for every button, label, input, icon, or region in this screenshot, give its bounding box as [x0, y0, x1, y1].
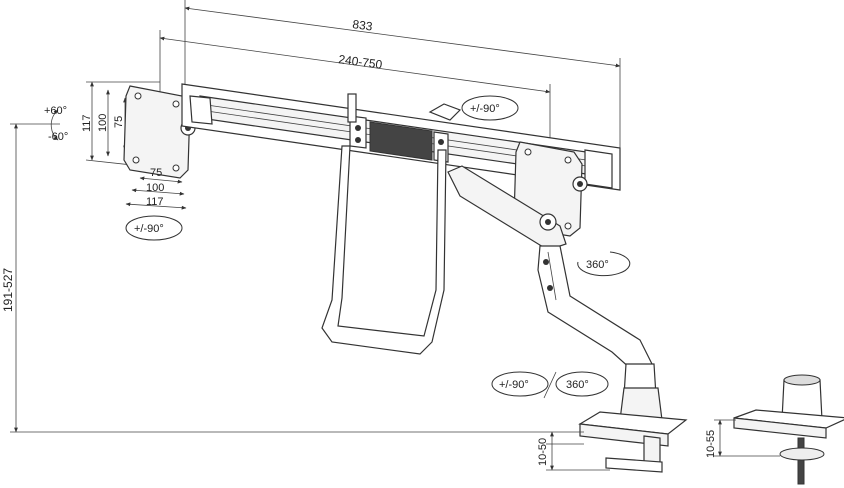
rail-rotate-label: +/-90° — [470, 103, 500, 115]
arm-swivel-indicator: 360° — [577, 251, 631, 277]
grommet-thickness-dimension: 10-55 — [705, 419, 780, 458]
height-dimension: 191-527 — [1, 123, 584, 433]
grommet-mount — [733, 374, 844, 485]
dimension-240-750-label: 240-750 — [338, 52, 384, 72]
vesa-height-dimensions: 117 100 75 — [81, 81, 161, 169]
grommet-range-label: 10-55 — [705, 430, 717, 458]
cable-handle — [321, 93, 447, 355]
vesa-width-100-label: 100 — [146, 182, 164, 194]
vesa-height-75-label: 75 — [113, 116, 125, 128]
base-rotate-label: +/-90° — [499, 379, 529, 391]
vesa-height-100-label: 100 — [97, 114, 109, 132]
desk-clamp — [578, 411, 688, 473]
vesa-width-dimensions: 75 100 117 — [125, 167, 187, 210]
rail-dimension-240-750: 240-750 — [159, 30, 551, 150]
vesa-width-117-label: 117 — [146, 196, 164, 208]
rail-rotate-indicator: +/-90° — [461, 95, 519, 121]
base-rotate-indicators: +/-90° 360° — [491, 371, 609, 399]
vesa-width-75-label: 75 — [150, 167, 162, 179]
monitor-rotate-indicator: +/-90° — [125, 215, 183, 241]
monitor-rotate-label: +/-90° — [134, 223, 164, 235]
articulating-arm — [447, 165, 663, 421]
tilt-down-label: -60° — [48, 131, 68, 143]
dimension-833-label: 833 — [352, 17, 374, 34]
crossbar-rail — [181, 83, 621, 191]
clamp-thickness-dimension: 10-50 — [537, 431, 610, 471]
height-range-label: 191-527 — [1, 268, 15, 312]
tilt-rotation-indicator: +60° -60° — [44, 105, 68, 143]
arm-swivel-label: 360° — [586, 259, 609, 271]
clamp-range-label: 10-50 — [537, 438, 549, 466]
vesa-height-117-label: 117 — [81, 114, 93, 132]
base-swivel-label: 360° — [566, 379, 589, 391]
tilt-up-label: +60° — [44, 105, 67, 117]
